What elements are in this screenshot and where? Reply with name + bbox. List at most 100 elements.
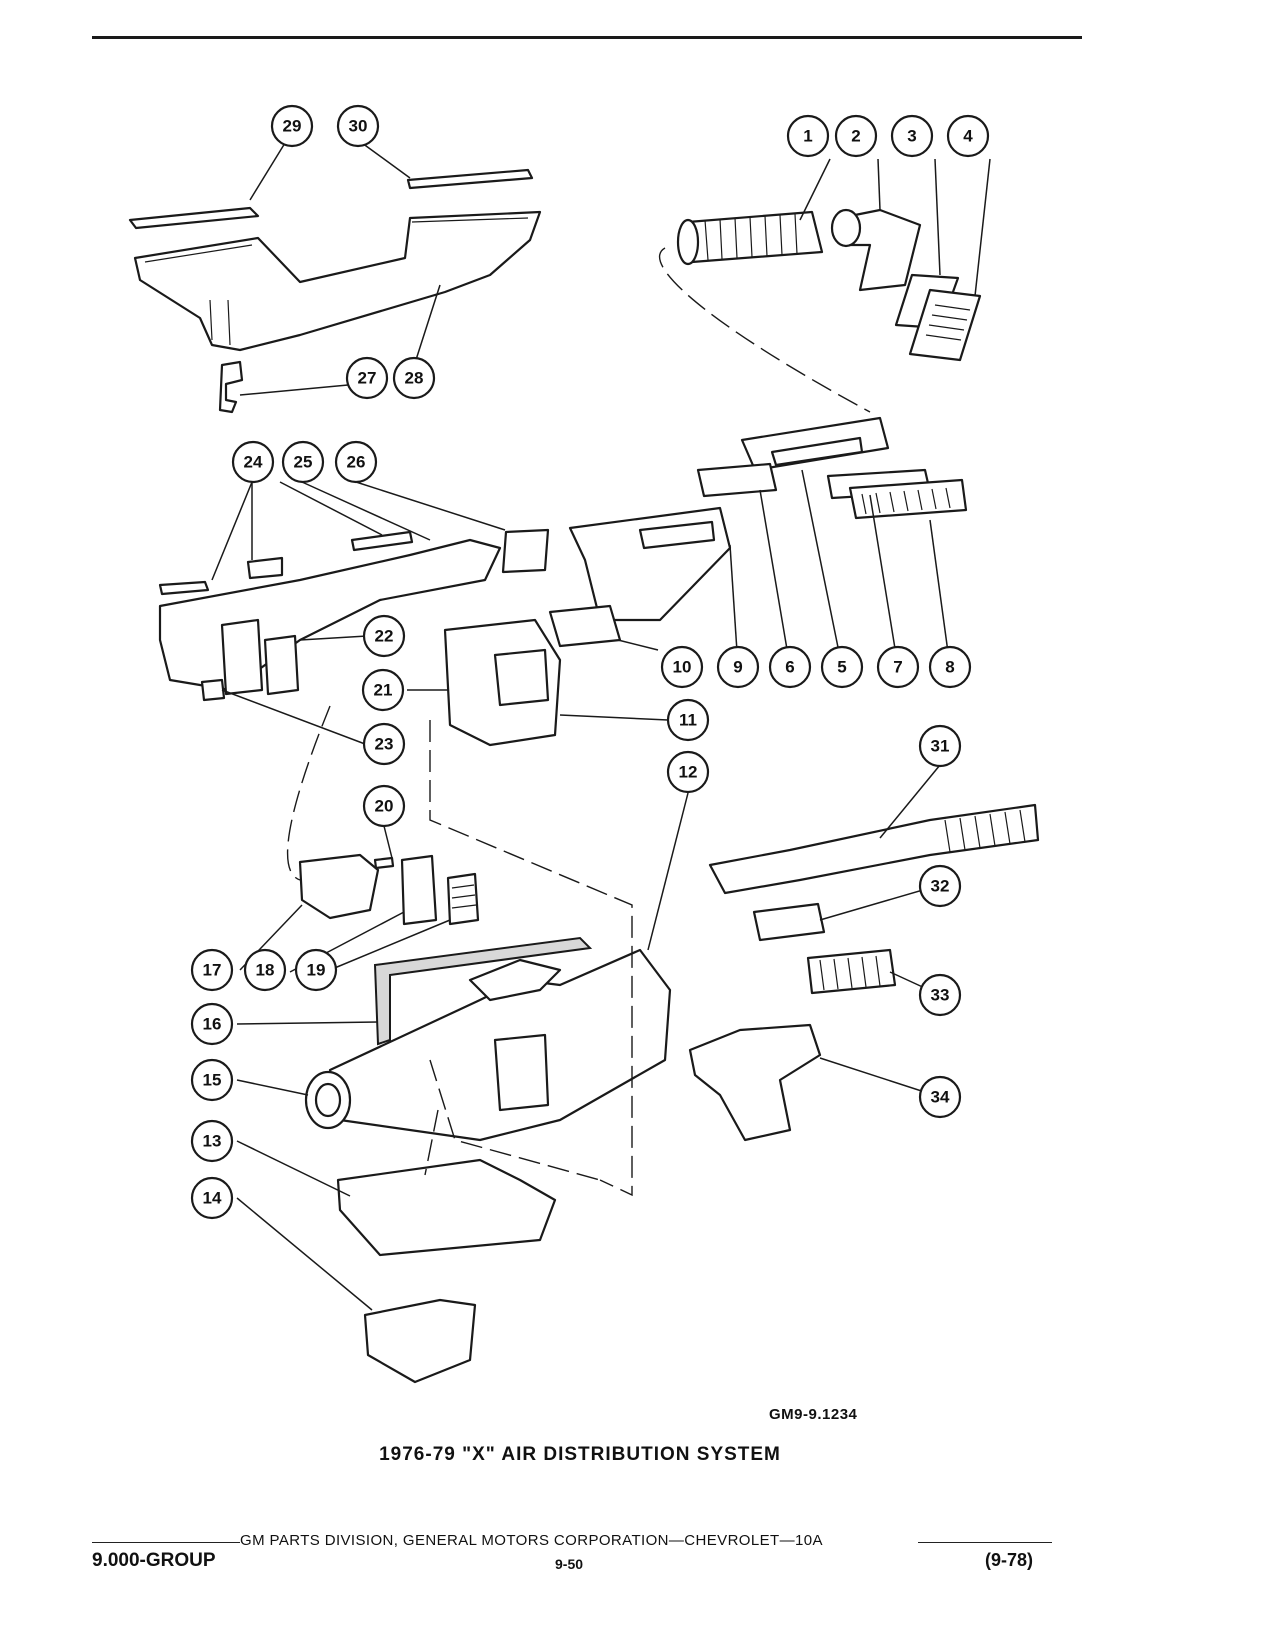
callout-1: 1	[786, 114, 830, 158]
part-seal-10	[548, 604, 622, 648]
callout-number: 15	[203, 1071, 222, 1090]
callout-number: 3	[907, 127, 916, 146]
callout-number: 19	[307, 961, 326, 980]
callout-28: 28	[392, 356, 436, 400]
callout-circle	[334, 440, 378, 484]
part-grille-8	[848, 478, 968, 520]
callout-34: 34	[918, 1075, 962, 1119]
callout-26: 26	[334, 440, 378, 484]
part-clip-23	[200, 678, 226, 702]
callout-circle	[786, 114, 830, 158]
callout-3: 3	[890, 114, 934, 158]
callout-number: 32	[931, 877, 950, 896]
callout-9: 9	[716, 645, 760, 689]
callout-circle	[918, 864, 962, 908]
assembly-lines	[286, 247, 871, 1197]
part-lower-duct-14	[363, 1298, 477, 1384]
part-seal-32	[752, 902, 826, 942]
callout-2: 2	[834, 114, 878, 158]
part-hose-1	[676, 210, 824, 266]
callout-number: 12	[679, 763, 698, 782]
callout-number: 27	[358, 369, 377, 388]
part-seal-29	[128, 206, 260, 230]
callout-27: 27	[345, 356, 389, 400]
part-grille-19	[446, 872, 480, 926]
callout-number: 26	[347, 453, 366, 472]
callout-number: 17	[203, 961, 222, 980]
part-grille-33	[806, 948, 897, 995]
part-clip-27	[218, 360, 244, 414]
callout-25: 25	[281, 440, 325, 484]
callout-number: 33	[931, 986, 950, 1005]
callout-number: 13	[203, 1132, 222, 1151]
part-duct-9	[568, 506, 732, 622]
callout-number: 8	[945, 658, 954, 677]
callout-7: 7	[876, 645, 920, 689]
callout-circle	[666, 698, 710, 742]
callout-circle	[231, 440, 275, 484]
callout-circle	[918, 1075, 962, 1119]
callout-circle	[946, 114, 990, 158]
part-upper-duct-28	[133, 210, 542, 352]
callout-circle	[190, 1002, 234, 1046]
callout-20: 20	[362, 784, 406, 828]
callout-17: 17	[190, 948, 234, 992]
part-heater-case-12	[328, 948, 672, 1142]
footer-page-number: 9-50	[555, 1556, 584, 1572]
callout-circle	[362, 722, 406, 766]
callout-24: 24	[231, 440, 275, 484]
callout-11: 11	[666, 698, 710, 742]
callout-number: 1	[803, 127, 812, 146]
callout-circle	[768, 645, 812, 689]
callout-23: 23	[362, 722, 406, 766]
part-seal-6	[696, 462, 778, 498]
part-seal-30	[406, 168, 534, 190]
figure-reference-code: GM9-9.1234	[769, 1406, 858, 1423]
callout-32: 32	[918, 864, 962, 908]
callout-16: 16	[190, 1002, 234, 1046]
top-rule	[92, 36, 1082, 39]
callout-number: 11	[679, 711, 697, 730]
part-adapter-2	[830, 208, 922, 292]
callout-number: 4	[963, 127, 973, 146]
callout-circle	[890, 114, 934, 158]
callout-circle	[190, 1176, 234, 1220]
callout-18: 18	[243, 948, 287, 992]
callout-circle	[362, 784, 406, 828]
callout-number: 30	[349, 117, 368, 136]
callout-circle	[392, 356, 436, 400]
part-lower-duct-13	[336, 1158, 557, 1257]
callout-8: 8	[928, 645, 972, 689]
callout-22: 22	[362, 614, 406, 658]
callout-circle	[918, 724, 962, 768]
part-clip-20	[373, 856, 395, 870]
callout-circle	[660, 645, 704, 689]
part-seal-16	[373, 936, 593, 1046]
callout-circle	[876, 645, 920, 689]
callout-number: 21	[374, 681, 393, 700]
callout-number: 10	[673, 658, 692, 677]
callout-31: 31	[918, 724, 962, 768]
part-blower-15	[304, 1070, 352, 1130]
callout-circle	[361, 668, 405, 712]
callout-number: 34	[931, 1088, 950, 1107]
callout-circle	[918, 973, 962, 1017]
callout-29: 29	[270, 104, 314, 148]
callout-number: 5	[837, 658, 846, 677]
callout-number: 6	[785, 658, 794, 677]
footer-rule-left	[92, 1542, 240, 1543]
callout-number: 25	[294, 453, 313, 472]
callout-4: 4	[946, 114, 990, 158]
callout-number: 7	[893, 658, 902, 677]
part-duct-5	[740, 416, 890, 472]
callout-number: 24	[244, 453, 263, 472]
callout-circle	[336, 104, 380, 148]
callout-10: 10	[660, 645, 704, 689]
callout-circle	[190, 948, 234, 992]
callout-circle	[190, 1058, 234, 1102]
callout-12: 12	[666, 750, 710, 794]
callout-circle	[190, 1119, 234, 1163]
callout-number: 18	[256, 961, 275, 980]
